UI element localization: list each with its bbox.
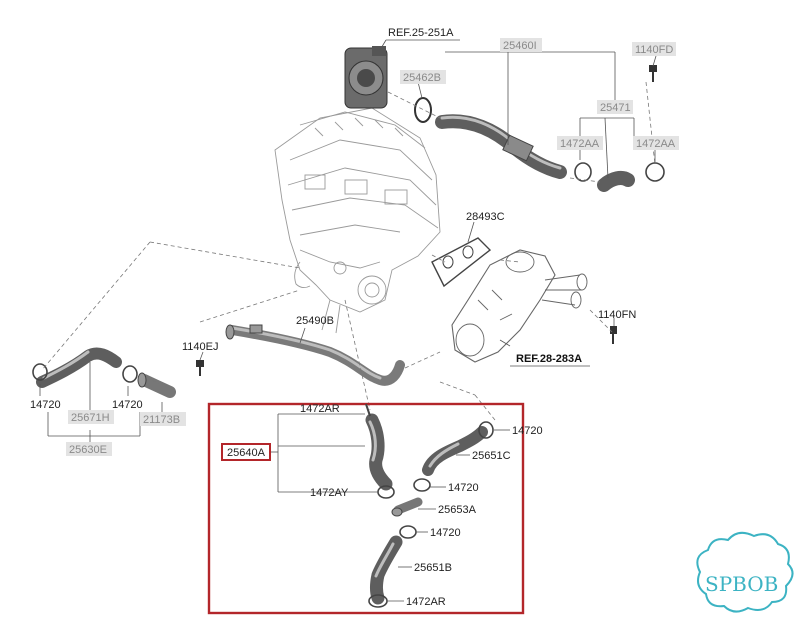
pipe-25490b-drawing bbox=[225, 324, 405, 386]
label-25630e[interactable]: 25630E bbox=[69, 444, 107, 456]
label-25671h[interactable]: 25671H bbox=[71, 412, 110, 424]
label-14720-mid[interactable]: 14720 bbox=[112, 399, 143, 411]
label-14720-left[interactable]: 14720 bbox=[30, 399, 61, 411]
label-25651b[interactable]: 25651B bbox=[414, 562, 452, 574]
part-labels: REF.25-251A 25460I 1140FD 25462B 25471 1… bbox=[30, 27, 679, 608]
clamp-1472aa-right-drawing bbox=[645, 162, 665, 182]
clamp-14720-left-drawing bbox=[32, 363, 48, 381]
label-1472aa-right[interactable]: 1472AA bbox=[636, 138, 676, 150]
label-14720-box-mid[interactable]: 14720 bbox=[448, 482, 479, 494]
label-21173b[interactable]: 21173B bbox=[143, 414, 180, 426]
label-25460i[interactable]: 25460I bbox=[503, 40, 537, 52]
dashed-connection-lines bbox=[41, 81, 656, 421]
bolt-1140ej-drawing bbox=[196, 360, 204, 376]
short-hose-drawing bbox=[597, 170, 635, 192]
label-25640a[interactable]: 25640A bbox=[227, 447, 266, 459]
clamp-14720-mid-drawing bbox=[122, 365, 138, 383]
watermark-logo: SPBOB bbox=[696, 531, 794, 613]
upper-hose-drawing bbox=[435, 114, 567, 179]
label-25462b[interactable]: 25462B bbox=[403, 72, 441, 84]
box-parts-drawing bbox=[365, 403, 494, 608]
label-25651c[interactable]: 25651C bbox=[472, 450, 511, 462]
bolt-1140fd-drawing bbox=[649, 65, 657, 82]
throttle-body-drawing bbox=[344, 46, 388, 109]
label-14720-box-low[interactable]: 14720 bbox=[430, 527, 461, 539]
label-1472ar-top[interactable]: 1472AR bbox=[300, 403, 340, 415]
watermark-text: SPBOB bbox=[705, 572, 778, 596]
label-1472ar-bottom[interactable]: 1472AR bbox=[406, 596, 446, 608]
label-1140fn[interactable]: 1140FN bbox=[598, 309, 636, 321]
label-1140ej[interactable]: 1140EJ bbox=[182, 341, 219, 353]
leader-lines bbox=[39, 39, 657, 442]
label-ref-28-283a[interactable]: REF.28-283A bbox=[516, 353, 582, 365]
bolt-1140fn-drawing bbox=[610, 326, 617, 344]
engine-block-drawing bbox=[274, 107, 441, 334]
label-25490b[interactable]: 25490B bbox=[296, 315, 334, 327]
hose-25671h-drawing bbox=[36, 347, 122, 388]
label-1472ay[interactable]: 1472AY bbox=[310, 487, 349, 499]
water-outlet-housing-drawing bbox=[451, 249, 588, 363]
clamp-1472aa-left-drawing bbox=[574, 162, 592, 182]
fitting-21173b-drawing bbox=[137, 372, 176, 398]
label-1472aa-left[interactable]: 1472AA bbox=[560, 138, 600, 150]
label-28493c[interactable]: 28493C bbox=[466, 211, 505, 223]
label-1140fd[interactable]: 1140FD bbox=[635, 44, 673, 56]
label-25471[interactable]: 25471 bbox=[600, 102, 631, 114]
box-leader-lines bbox=[270, 413, 510, 602]
label-14720-box-top[interactable]: 14720 bbox=[512, 425, 543, 437]
label-25653a[interactable]: 25653A bbox=[438, 504, 477, 516]
label-ref-25-251a[interactable]: REF.25-251A bbox=[388, 27, 454, 39]
gasket-drawing bbox=[431, 237, 492, 288]
o-ring-drawing bbox=[414, 97, 432, 123]
